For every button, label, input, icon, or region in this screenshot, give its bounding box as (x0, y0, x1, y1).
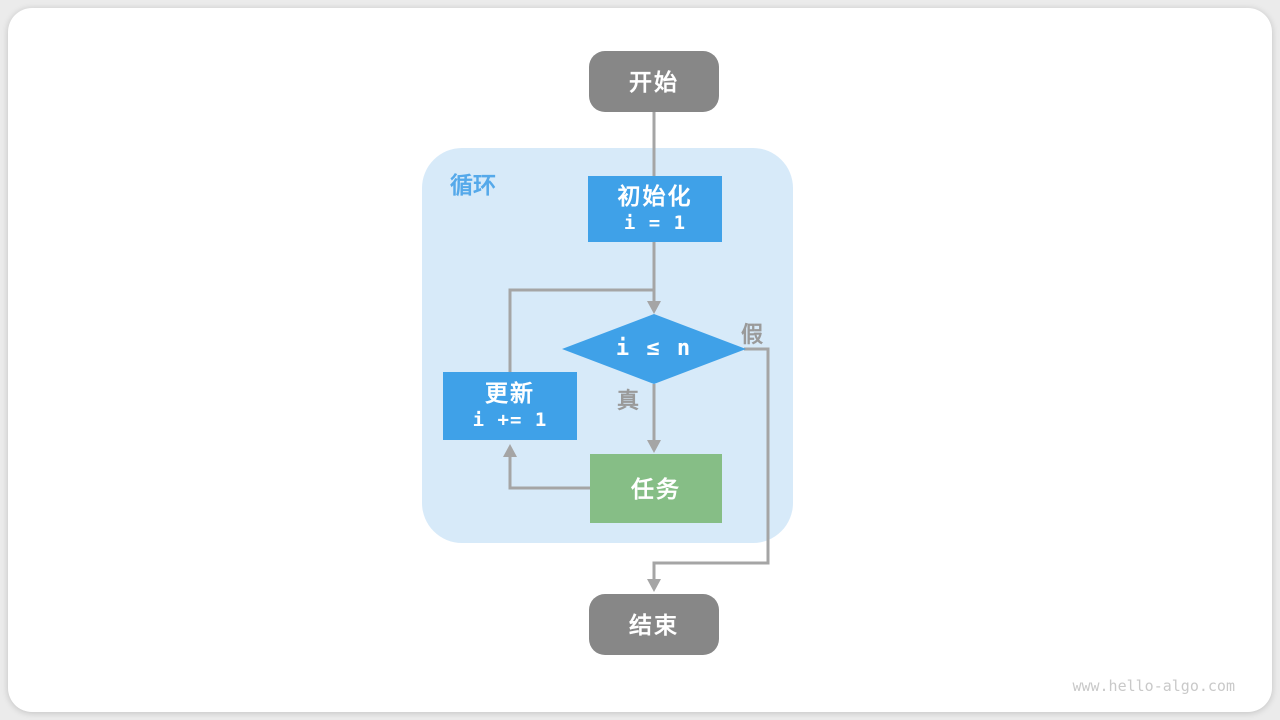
start-label: 开始 (629, 68, 679, 95)
condition-code: i ≤ n (615, 336, 693, 361)
loop-region-label: 循环 (450, 172, 496, 198)
end-label: 结束 (629, 611, 679, 638)
watermark: www.hello-algo.com (1072, 677, 1235, 695)
update-code: i += 1 (472, 409, 548, 431)
node-task: 任务 (590, 454, 722, 523)
node-end: 结束 (589, 594, 719, 655)
init-code: i = 1 (623, 212, 687, 234)
task-label: 任务 (631, 475, 681, 502)
node-init: 初始化 i = 1 (588, 176, 722, 242)
edge-label-false: 假 (741, 322, 764, 347)
update-label: 更新 (485, 380, 535, 406)
node-start: 开始 (589, 51, 719, 112)
edge-label-true: 真 (617, 388, 640, 413)
init-label: 初始化 (617, 183, 693, 209)
node-update: 更新 i += 1 (443, 372, 577, 440)
